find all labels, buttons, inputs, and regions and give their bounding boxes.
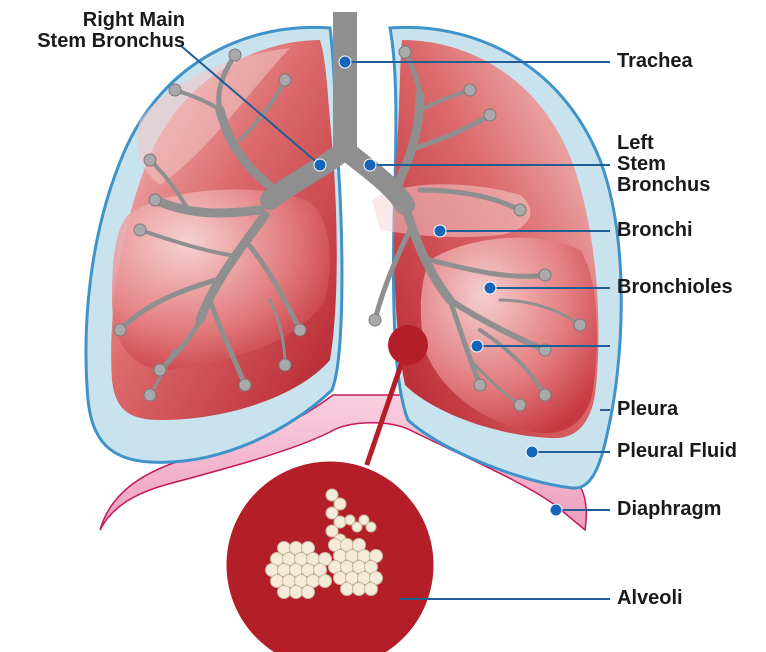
label-pleural-fluid: Pleural Fluid	[617, 441, 737, 462]
pointer-dot-diaphragm	[550, 504, 562, 516]
alveolus	[278, 586, 291, 599]
pointer-dot-pleura-extra	[471, 340, 483, 352]
label-right-main-stem-bronchus: Right Main Stem Bronchus	[5, 10, 185, 52]
label-lsb-line2: Stem	[617, 154, 710, 175]
alveolus	[302, 586, 315, 599]
pointer-dot-rmsb	[314, 159, 326, 171]
label-trachea: Trachea	[617, 51, 693, 72]
alveolus	[353, 583, 366, 596]
label-pleura: Pleura	[617, 399, 678, 420]
label-alveoli: Alveoli	[617, 588, 683, 609]
alveolus	[341, 583, 354, 596]
label-bronchi: Bronchi	[617, 220, 693, 241]
label-lsb-line3: Bronchus	[617, 175, 710, 196]
alveoli-source-circle	[388, 325, 428, 365]
label-left-stem-bronchus: Left Stem Bronchus	[617, 133, 710, 196]
label-lsb-line1: Left	[617, 133, 710, 154]
alveolus	[366, 522, 376, 532]
trachea	[333, 12, 357, 157]
pointer-dot-trachea	[339, 56, 351, 68]
pointer-dot-pleural-fluid	[526, 446, 538, 458]
label-bronchioles: Bronchioles	[617, 277, 733, 298]
label-diaphragm: Diaphragm	[617, 499, 721, 520]
pointer-dot-bronchioles	[484, 282, 496, 294]
alveolus	[319, 575, 332, 588]
label-rmsb-line1: Right Main	[5, 10, 185, 31]
pointer-dot-bronchi	[434, 225, 446, 237]
alveoli-zoom	[225, 460, 435, 652]
pointer-dot-lsb	[364, 159, 376, 171]
alveolus	[290, 586, 303, 599]
alveolus	[365, 583, 378, 596]
label-rmsb-line2: Stem Bronchus	[5, 31, 185, 52]
